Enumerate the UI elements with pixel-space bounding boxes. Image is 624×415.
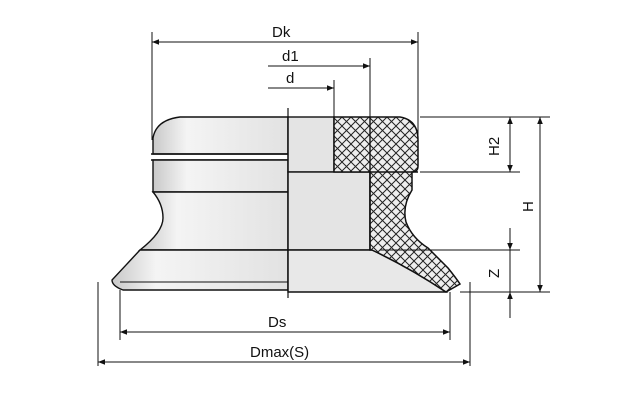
label-dk: Dk [272, 24, 291, 41]
cup-outer-view [111, 116, 289, 291]
cup-neck [137, 191, 289, 251]
label-dmax: Dmax(S) [250, 344, 309, 361]
extension-lines [97, 32, 550, 366]
label-h2: H2 [486, 137, 503, 156]
inner-bore-upper [287, 116, 335, 173]
label-h: H [520, 201, 537, 212]
cup-head [152, 116, 289, 155]
cup-band [152, 159, 289, 193]
label-d1: d1 [282, 48, 299, 65]
inner-bore-lower [287, 171, 371, 251]
dimension-lines [98, 39, 543, 365]
label-z: Z [486, 269, 503, 278]
cup-skirt [111, 249, 289, 291]
cup-cross-section [287, 116, 462, 293]
label-ds: Ds [268, 314, 286, 331]
section-hatch [333, 116, 462, 293]
label-d: d [286, 70, 294, 87]
